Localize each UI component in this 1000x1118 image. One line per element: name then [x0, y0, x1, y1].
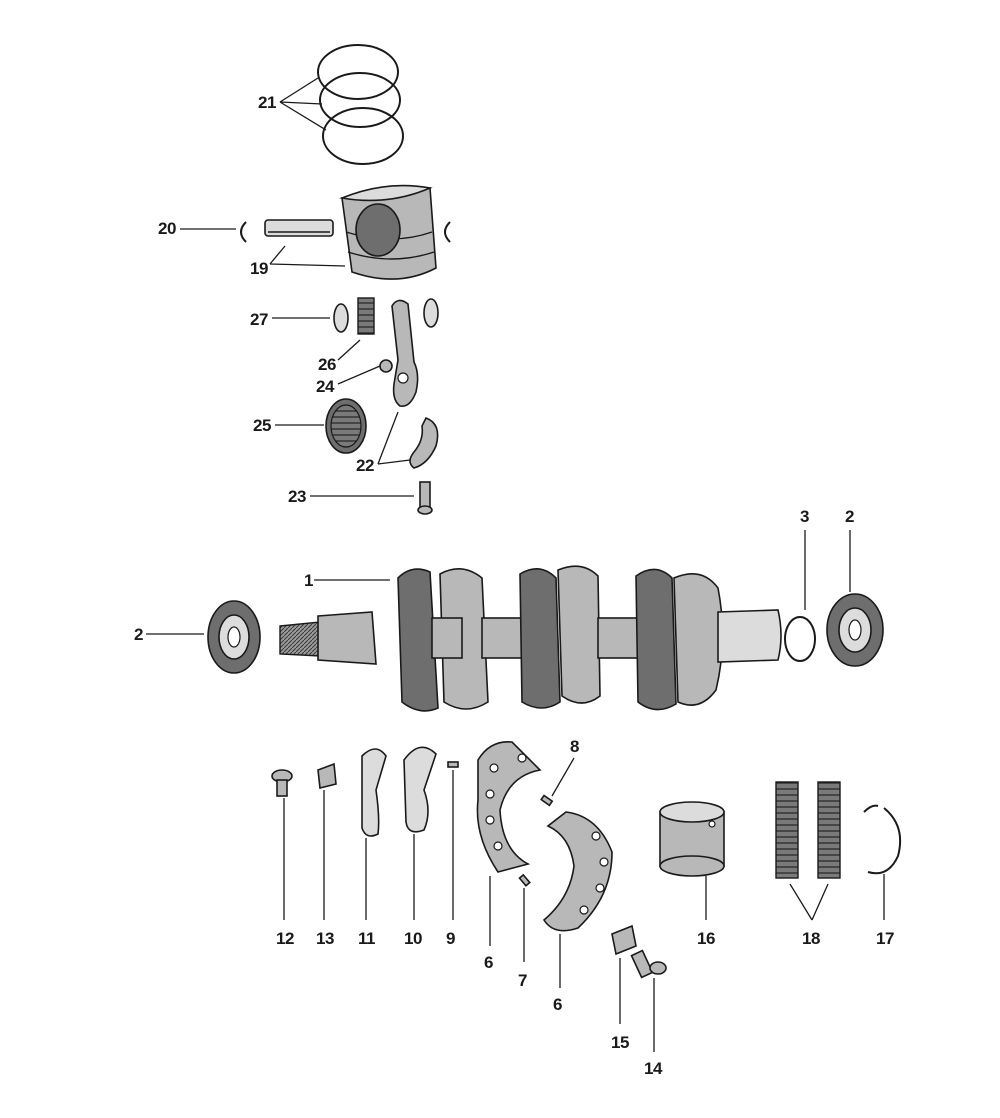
rod-bolt — [417, 481, 433, 515]
lock-plate-15 — [611, 924, 637, 956]
svg-text:27: 27 — [250, 310, 268, 329]
seal-strip-11 — [361, 748, 387, 837]
callout-15: 15 — [611, 958, 629, 1052]
svg-text:7: 7 — [518, 971, 527, 990]
svg-text:10: 10 — [404, 929, 422, 948]
callout-19: 19 — [250, 245, 346, 278]
needle-bearing-strips — [775, 781, 841, 879]
needle-bearing-small — [357, 297, 375, 335]
svg-text:8: 8 — [570, 737, 579, 756]
svg-text:11: 11 — [358, 929, 375, 948]
svg-text:1: 1 — [304, 571, 313, 590]
callout-3: 3 — [800, 507, 810, 610]
center-main-bearing-race-lower — [542, 811, 613, 932]
center-main-bearing-race-upper — [476, 741, 542, 873]
callout-6-right: 6 — [553, 934, 563, 1014]
svg-text:2: 2 — [845, 507, 854, 526]
callout-2-left: 2 — [134, 625, 204, 644]
piston-pin-clips — [240, 221, 451, 243]
callout-13: 13 — [316, 790, 334, 948]
retaining-ring — [784, 616, 816, 662]
svg-text:18: 18 — [802, 929, 820, 948]
svg-text:20: 20 — [158, 219, 176, 238]
svg-text:12: 12 — [276, 929, 294, 948]
main-bearing-left — [207, 600, 261, 674]
lock-plate-13 — [317, 762, 337, 789]
dowel-pin-8 — [540, 794, 554, 807]
svg-text:17: 17 — [876, 929, 894, 948]
dowel-pin-7 — [518, 873, 531, 887]
svg-text:21: 21 — [258, 93, 276, 112]
crankshaft — [279, 565, 782, 712]
svg-text:19: 19 — [250, 259, 268, 278]
rod-cap — [409, 416, 439, 469]
piston-rings — [317, 44, 404, 165]
thrust-washers — [333, 298, 439, 333]
piston — [339, 184, 437, 280]
callout-2-right: 2 — [845, 507, 855, 592]
svg-text:13: 13 — [316, 929, 334, 948]
callout-12: 12 — [276, 798, 294, 948]
lock-nut — [379, 359, 393, 373]
callout-8: 8 — [551, 737, 580, 797]
callout-23: 23 — [288, 487, 414, 506]
bushing-16 — [659, 801, 725, 877]
svg-text:2: 2 — [134, 625, 143, 644]
connecting-rod — [391, 299, 419, 408]
callout-11: 11 — [358, 838, 376, 948]
callout-18: 18 — [789, 883, 829, 948]
svg-text:26: 26 — [318, 355, 336, 374]
svg-text:6: 6 — [484, 953, 493, 972]
screw-14 — [630, 949, 667, 979]
svg-text:3: 3 — [800, 507, 809, 526]
screw-12 — [271, 769, 293, 797]
svg-text:6: 6 — [553, 995, 562, 1014]
callout-27: 27 — [250, 310, 330, 329]
svg-text:23: 23 — [288, 487, 306, 506]
callout-22: 22 — [356, 411, 411, 475]
piston-pin — [264, 219, 334, 237]
svg-text:15: 15 — [611, 1033, 629, 1052]
svg-text:14: 14 — [644, 1059, 663, 1078]
roller-bearing — [325, 398, 367, 454]
callout-9: 9 — [446, 770, 456, 948]
seal-strip-10 — [403, 746, 437, 833]
callout-14: 14 — [644, 978, 663, 1078]
svg-text:22: 22 — [356, 456, 374, 475]
callout-7: 7 — [518, 888, 528, 990]
svg-text:25: 25 — [253, 416, 271, 435]
main-bearing-right — [826, 593, 884, 667]
callout-17: 17 — [876, 874, 894, 948]
dowel-pin-9 — [447, 761, 459, 768]
svg-text:16: 16 — [697, 929, 715, 948]
callout-16: 16 — [697, 876, 715, 948]
bearing-retaining-ring — [863, 804, 902, 875]
svg-text:9: 9 — [446, 929, 455, 948]
callout-10: 10 — [404, 834, 422, 948]
callout-24: 24 — [316, 365, 381, 396]
callout-1: 1 — [304, 571, 390, 590]
svg-text:24: 24 — [316, 377, 335, 396]
callout-21: 21 — [258, 77, 327, 131]
callout-25: 25 — [253, 416, 324, 435]
callout-26: 26 — [318, 339, 361, 374]
callout-20: 20 — [158, 219, 236, 238]
callout-6-left: 6 — [484, 876, 494, 972]
